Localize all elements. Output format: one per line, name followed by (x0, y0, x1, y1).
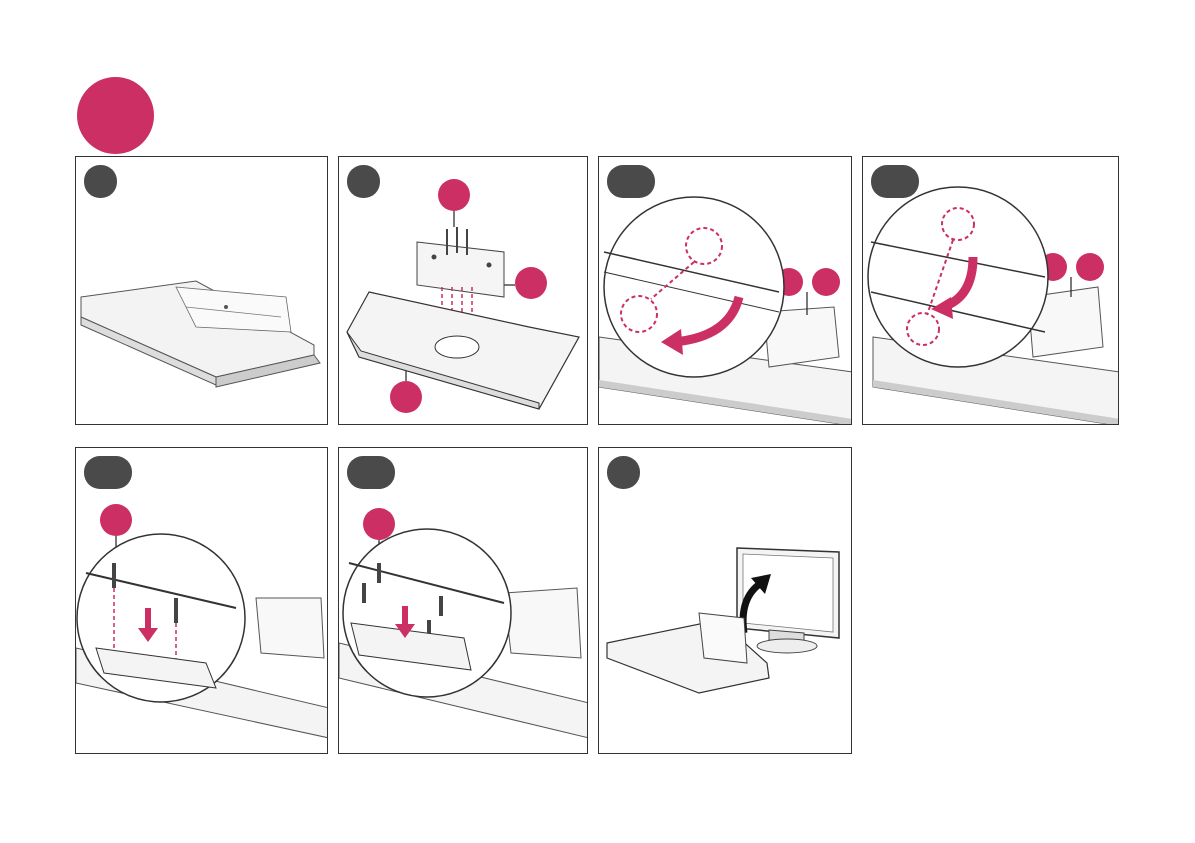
magenta-callout-badge (100, 504, 132, 536)
section-badge (77, 77, 154, 154)
magenta-callout-badge (515, 267, 547, 299)
magenta-callout-badge (812, 268, 840, 296)
tv-face-down-illustration (76, 157, 328, 425)
step-panel-6 (338, 447, 588, 754)
magenta-callout-badge (1076, 253, 1104, 281)
step-panel-7 (598, 447, 852, 754)
magenta-callout-badge (390, 381, 422, 413)
hook-alignment-alt-illustration (863, 157, 1119, 425)
magenta-callout-badge (438, 179, 470, 211)
step-panel-5 (75, 447, 328, 754)
raise-monitor-illustration (599, 448, 852, 754)
step-panel-2 (338, 156, 588, 425)
hook-alignment-illustration (599, 157, 852, 425)
stand-assembly-illustration (339, 157, 588, 425)
step-panel-1 (75, 156, 328, 425)
magenta-callout-badge (363, 508, 395, 540)
screw-fastening-illustration (76, 448, 328, 754)
step-panel-4 (862, 156, 1119, 425)
step-panel-3 (598, 156, 852, 425)
screw-fastening-two-illustration (339, 448, 588, 754)
